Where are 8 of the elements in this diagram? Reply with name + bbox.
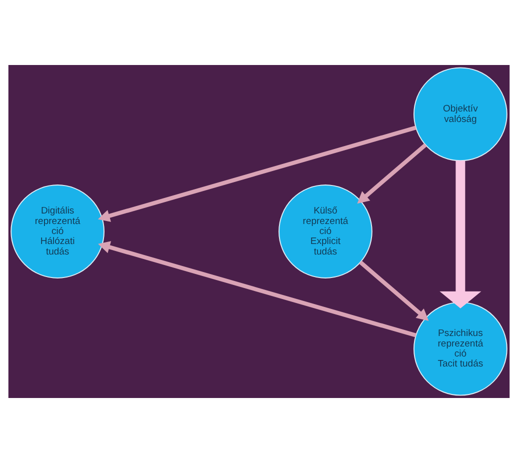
arrow xyxy=(359,260,429,321)
arrow xyxy=(98,241,416,338)
arrow xyxy=(357,143,427,204)
node-circle: Pszichikus reprezentá ció Tacit tudás xyxy=(413,302,508,396)
node-circle: Digitális reprezentá ció Hálózati tudás xyxy=(10,184,105,278)
node-circle: Objektív valóság xyxy=(413,67,508,162)
arrow xyxy=(98,126,416,222)
arrow xyxy=(440,160,482,308)
